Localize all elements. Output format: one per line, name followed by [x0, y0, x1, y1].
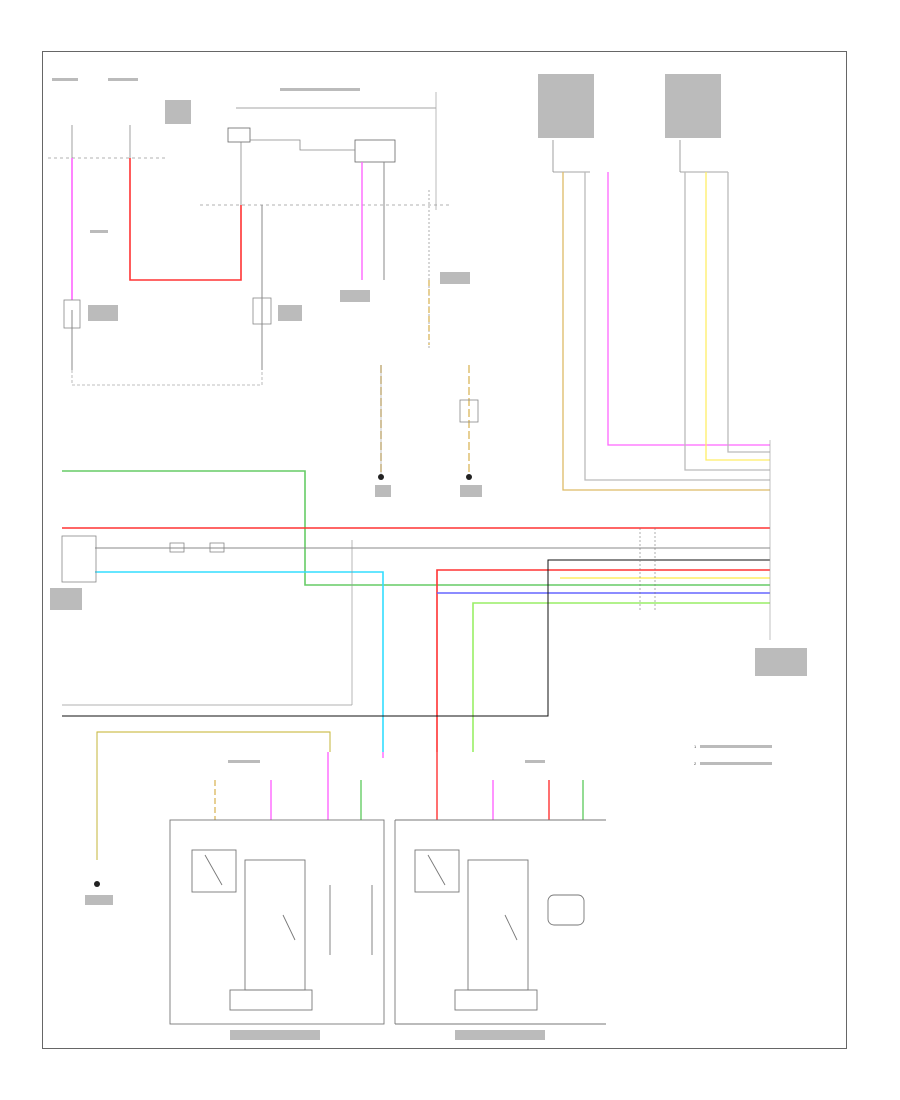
left-switch-block: [61, 535, 225, 583]
left-seat-assembly: [169, 819, 385, 1025]
right-connector-pins: [639, 528, 656, 610]
assembly-drops: [214, 752, 584, 820]
top-left-section: [48, 125, 272, 386]
main-bus-wires: [62, 440, 771, 752]
top-center-assembly: [200, 92, 450, 350]
faint-labels: [50, 74, 807, 1040]
center-grounds: [378, 365, 479, 480]
right-seat-assembly: [394, 819, 606, 1025]
legend: 1 2: [694, 744, 697, 766]
legend-marker-2: 2: [694, 761, 697, 766]
diagram-frame: [42, 51, 847, 1049]
lower-left-ground: [94, 731, 331, 887]
legend-marker-1: 1: [694, 744, 697, 749]
right-upper-wires: [552, 140, 770, 491]
